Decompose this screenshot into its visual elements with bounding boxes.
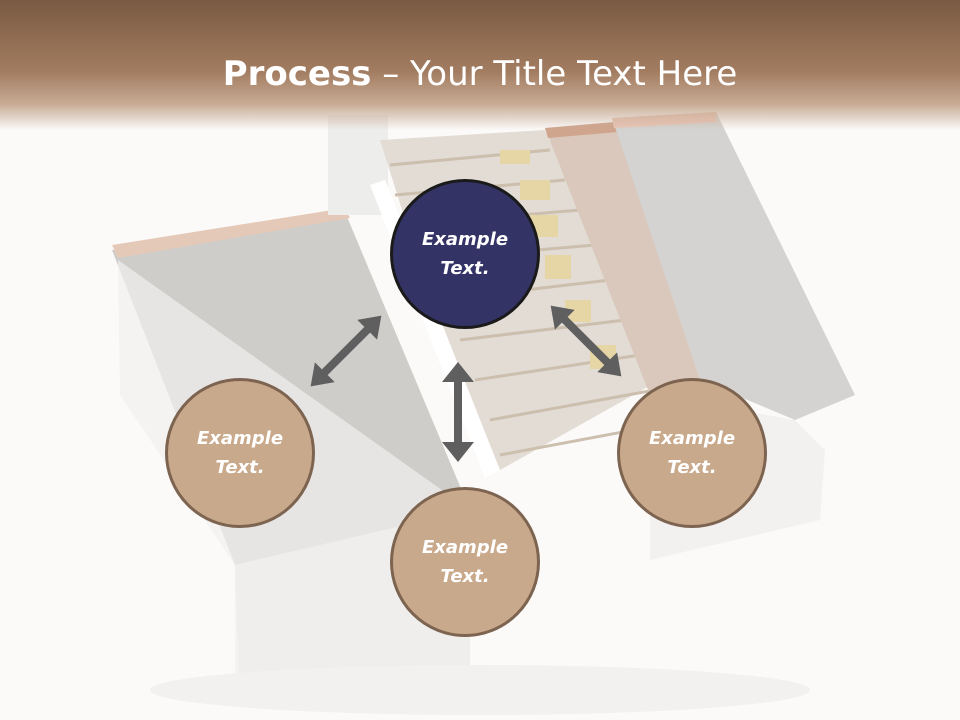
slide-title: Process – Your Title Text Here xyxy=(0,52,960,96)
wood-sheathing xyxy=(545,122,700,395)
node-right: Example Text. xyxy=(617,378,767,528)
title-bold: Process xyxy=(222,54,372,94)
double-arrow-icon xyxy=(550,305,622,377)
node-bottom-text: Example Text. xyxy=(421,537,509,587)
header-band xyxy=(0,0,960,130)
node-bottom: Example Text. xyxy=(390,487,540,637)
double-arrow-icon xyxy=(310,315,382,387)
node-top-text: Example Text. xyxy=(421,229,509,279)
node-left: Example Text. xyxy=(165,378,315,528)
right-roof xyxy=(612,112,855,420)
title-rest: – Your Title Text Here xyxy=(371,54,738,94)
node-left-text: Example Text. xyxy=(196,428,284,478)
node-right-text: Example Text. xyxy=(648,428,736,478)
node-top: Example Text. xyxy=(390,179,540,329)
double-arrow-icon xyxy=(442,362,474,462)
